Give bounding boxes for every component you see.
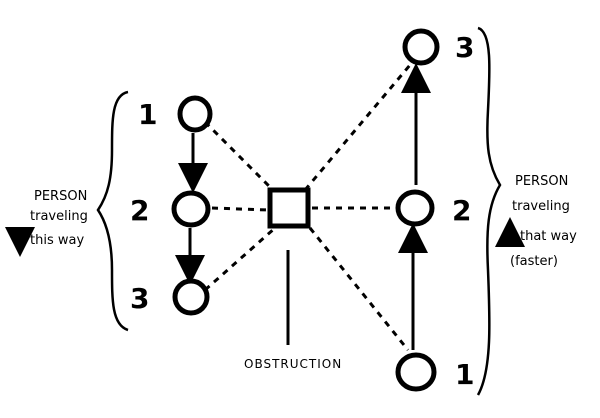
obstruction-label: OBSTRUCTION — [244, 357, 342, 371]
left-label-3: 3 — [130, 282, 149, 315]
left-label-2: 2 — [130, 194, 149, 227]
right-label-1: 1 — [455, 358, 474, 391]
dash-right-3 — [303, 64, 412, 191]
right-label-2: 2 — [452, 194, 471, 227]
left-label-1: 1 — [138, 98, 157, 131]
right-note-line-3: that way — [520, 229, 577, 244]
left-node-2 — [171, 190, 211, 228]
dash-left-3 — [204, 226, 276, 292]
obstruction-box — [267, 187, 311, 229]
right-note-line-1: PERSON — [515, 174, 568, 189]
dash-right-1 — [308, 227, 410, 351]
left-brace — [96, 90, 129, 332]
dash-left-2 — [211, 206, 269, 212]
left-node-1 — [177, 95, 213, 133]
right-label-3: 3 — [455, 31, 474, 64]
right-node-1 — [395, 352, 437, 392]
right-note-line-4: (faster) — [510, 254, 558, 269]
right-node-2 — [395, 189, 435, 227]
dash-left-1 — [203, 120, 277, 194]
right-node-3 — [402, 28, 440, 66]
right-brace — [476, 26, 502, 396]
left-note-line-3: this way — [30, 233, 84, 248]
left-note-line-2: traveling — [30, 209, 88, 224]
left-note-line-1: PERSON — [34, 189, 87, 204]
right-note-line-2: traveling — [512, 199, 570, 214]
left-node-3 — [172, 278, 210, 316]
